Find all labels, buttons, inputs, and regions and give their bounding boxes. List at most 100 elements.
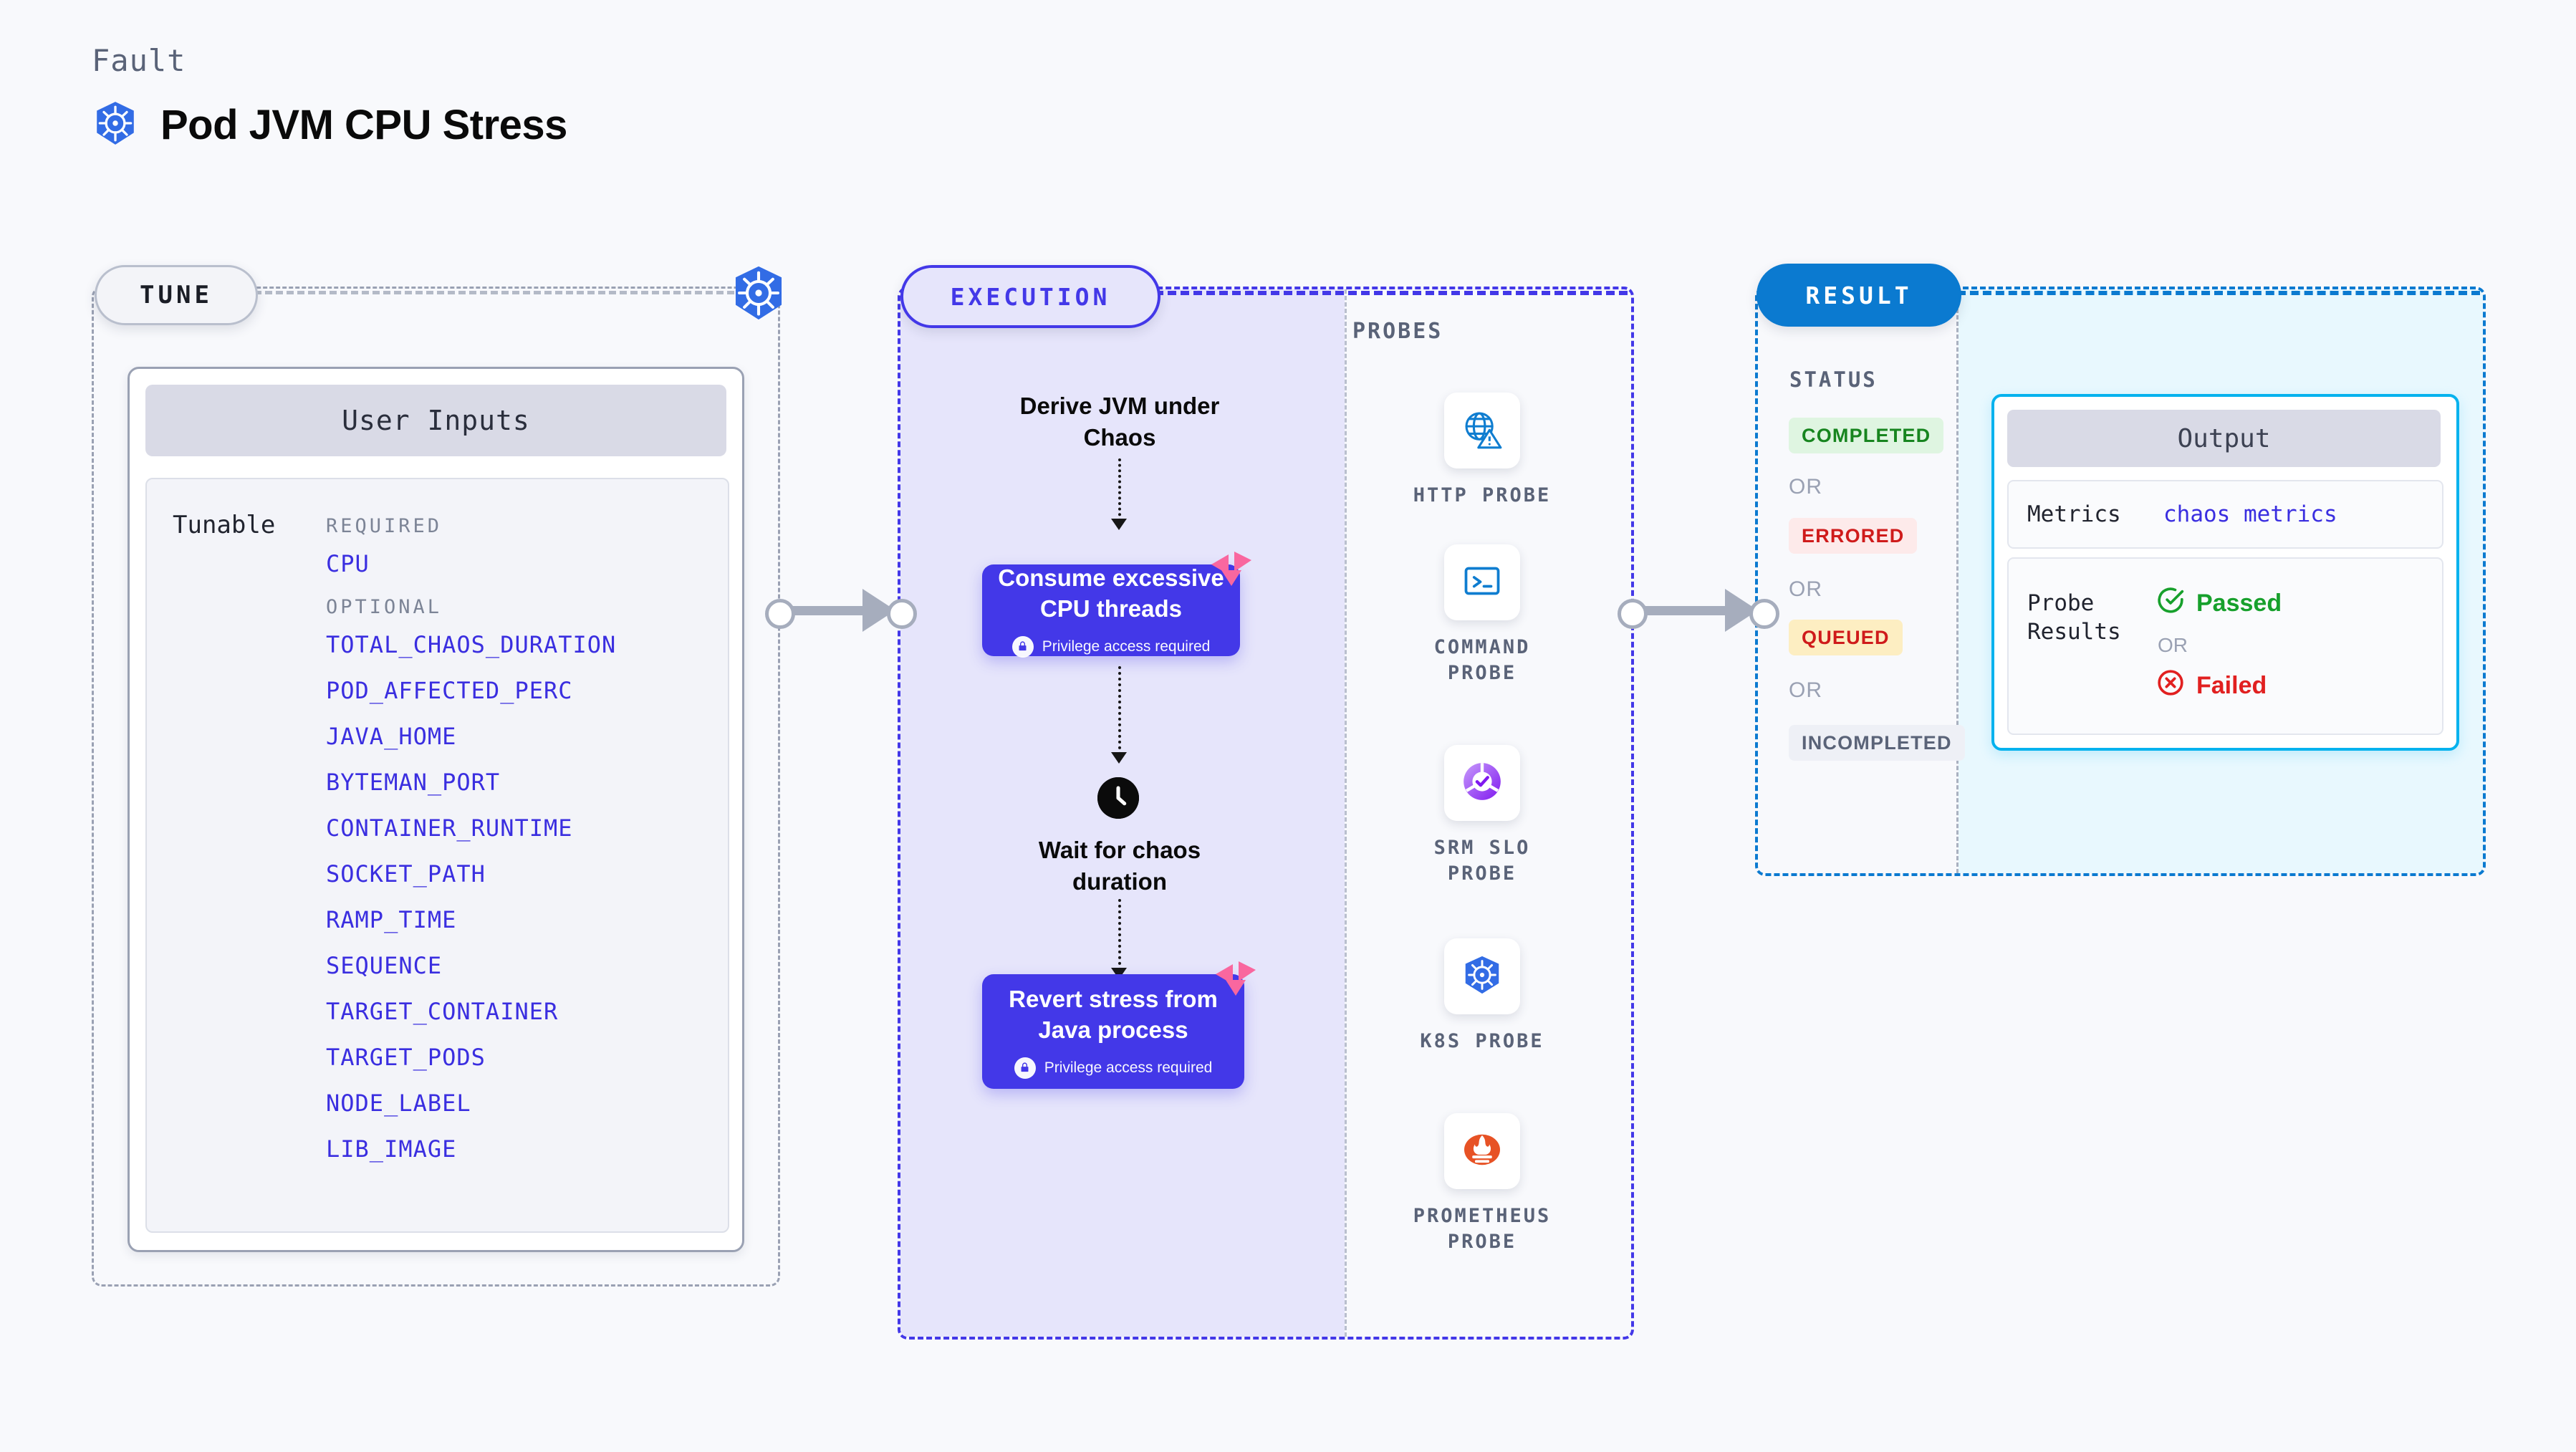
execution-step-derive-jvm: Derive JVM under Chaos <box>999 390 1240 453</box>
probe-label: SRM SLO PROBE <box>1433 837 1531 885</box>
privilege-note-text: Privilege access required <box>1044 1059 1213 1076</box>
probe-tile <box>1444 544 1520 620</box>
probe-item-k8s[interactable]: K8S PROBE <box>1407 938 1557 1054</box>
flow-line-1 <box>1118 458 1121 521</box>
tunable-item[interactable]: SOCKET_PATH <box>326 860 486 888</box>
flow-line-3 <box>1118 899 1121 971</box>
execution-card-consume-cpu[interactable]: Consume excessive CPU threads Privilege … <box>982 552 1251 658</box>
probe-item-prometheus[interactable]: PROMETHEUS PROBE <box>1407 1113 1557 1256</box>
tunable-group-title: OPTIONAL <box>326 596 443 618</box>
probe-verdict-failed: Failed <box>2156 668 2282 703</box>
connector-tune-to-execution <box>765 589 917 632</box>
tunable-item[interactable]: SEQUENCE <box>326 952 443 979</box>
metrics-row: Metrics chaos metrics <box>2007 480 2443 549</box>
step-label: Wait for chaos duration <box>1038 837 1201 895</box>
card-title: Revert stress from Java process <box>1009 986 1218 1043</box>
probe-tile <box>1444 745 1520 821</box>
page-title-row: Pod JVM CPU Stress <box>92 100 567 150</box>
passed-label: Passed <box>2196 590 2282 617</box>
status-badge-completed: COMPLETED <box>1789 418 1944 453</box>
status-badge-queued: QUEUED <box>1789 620 1903 655</box>
status-badge-label: ERRORED <box>1802 524 1905 547</box>
tunable-label: Tunable <box>173 511 276 539</box>
status-badge-errored: ERRORED <box>1789 518 1918 554</box>
tunable-item[interactable]: LIB_IMAGE <box>326 1135 457 1163</box>
prometheus-torch-icon <box>1461 1128 1504 1175</box>
status-or-3: OR <box>1789 678 1822 702</box>
tunable-item[interactable]: CONTAINER_RUNTIME <box>326 814 573 842</box>
execution-step-wait-duration: Wait for chaos duration <box>999 835 1240 897</box>
execution-pill-label: EXECUTION <box>950 282 1111 311</box>
probe-label: PROMETHEUS PROBE <box>1413 1205 1552 1254</box>
tunable-item[interactable]: TARGET_CONTAINER <box>326 998 559 1025</box>
tunable-item[interactable]: TOTAL_CHAOS_DURATION <box>326 631 617 658</box>
probe-item-http[interactable]: HTTP PROBE <box>1407 393 1557 509</box>
tunable-item[interactable]: TARGET_PODS <box>326 1044 486 1071</box>
flow-arrow-2 <box>1111 752 1127 764</box>
result-connector-line <box>1957 291 2480 295</box>
metrics-value[interactable]: chaos metrics <box>2163 501 2337 527</box>
status-badge-incompleted: INCOMPLETED <box>1789 725 1965 761</box>
kubernetes-icon <box>729 264 788 322</box>
clock-icon <box>1097 777 1139 819</box>
fault-eyebrow-label: Fault <box>92 43 186 78</box>
tune-pill[interactable]: TUNE <box>95 265 258 325</box>
execution-connector-line <box>1155 291 1628 295</box>
result-pill[interactable]: RESULT <box>1756 264 1961 327</box>
flow-arrow-1 <box>1111 519 1127 530</box>
tunable-item[interactable]: RAMP_TIME <box>326 906 457 933</box>
probe-verdict-passed: Passed <box>2156 586 2282 621</box>
probe-item-srm-slo[interactable]: SRM SLO PROBE <box>1407 745 1557 888</box>
probe-tile <box>1444 938 1520 1014</box>
check-circle-icon <box>2156 586 2185 621</box>
lock-icon <box>1014 1057 1036 1079</box>
tunable-item[interactable]: CPU <box>326 550 370 577</box>
probes-divider <box>1345 289 1347 1337</box>
kubernetes-icon <box>1460 953 1504 1001</box>
status-section-label: STATUS <box>1789 367 1878 392</box>
globe-warning-icon <box>1460 407 1504 455</box>
tunable-item[interactable]: JAVA_HOME <box>326 723 457 750</box>
terminal-icon <box>1461 559 1504 606</box>
page-header: Fault Pod JVM CPU Stress <box>92 43 567 150</box>
output-card: Output Metrics chaos metrics Probe Resul… <box>1991 394 2459 751</box>
status-divider <box>1956 289 1959 873</box>
probes-section-label: PROBES <box>1352 319 1443 344</box>
status-badge-label: QUEUED <box>1802 626 1890 648</box>
execution-card-revert-stress[interactable]: Revert stress from Java process Privileg… <box>982 961 1256 1089</box>
connector-bar <box>1628 606 1745 615</box>
connector-start-dot <box>1618 599 1648 629</box>
privilege-note-text: Privilege access required <box>1042 638 1211 655</box>
tunable-item[interactable]: NODE_LABEL <box>326 1090 471 1117</box>
slo-donut-check-icon <box>1460 759 1504 807</box>
status-or-1: OR <box>1789 475 1822 499</box>
connector-end-dot <box>887 599 917 629</box>
status-or-2: OR <box>1789 577 1822 601</box>
tunable-item[interactable]: BYTEMAN_PORT <box>326 769 501 796</box>
chaos-ribbon-icon <box>1214 958 1257 999</box>
output-title: Output <box>2007 410 2441 467</box>
connector-start-dot <box>765 599 795 629</box>
step-label: Derive JVM under Chaos <box>1019 393 1220 451</box>
user-inputs-title: User Inputs <box>145 385 726 456</box>
privilege-note: Privilege access required <box>1011 635 1211 658</box>
tune-connector-line <box>254 291 734 294</box>
probe-item-command[interactable]: COMMAND PROBE <box>1407 544 1557 687</box>
failed-label: Failed <box>2196 672 2267 699</box>
execution-pill[interactable]: EXECUTION <box>900 265 1160 328</box>
tunable-item[interactable]: POD_AFFECTED_PERC <box>326 677 573 704</box>
probe-tile <box>1444 393 1520 468</box>
probe-results-key: Probe Results <box>2027 590 2121 645</box>
probe-or-label: OR <box>2158 634 2188 656</box>
result-pill-label: RESULT <box>1805 281 1913 309</box>
connector-bar <box>775 606 883 615</box>
probe-label: COMMAND PROBE <box>1433 636 1531 685</box>
privilege-note: Privilege access required <box>1014 1057 1213 1079</box>
status-badge-label: INCOMPLETED <box>1802 731 1952 754</box>
probe-label: HTTP PROBE <box>1413 484 1552 506</box>
status-badge-label: COMPLETED <box>1802 424 1931 446</box>
tune-pill-label: TUNE <box>140 281 213 309</box>
metrics-key: Metrics <box>2027 501 2121 527</box>
